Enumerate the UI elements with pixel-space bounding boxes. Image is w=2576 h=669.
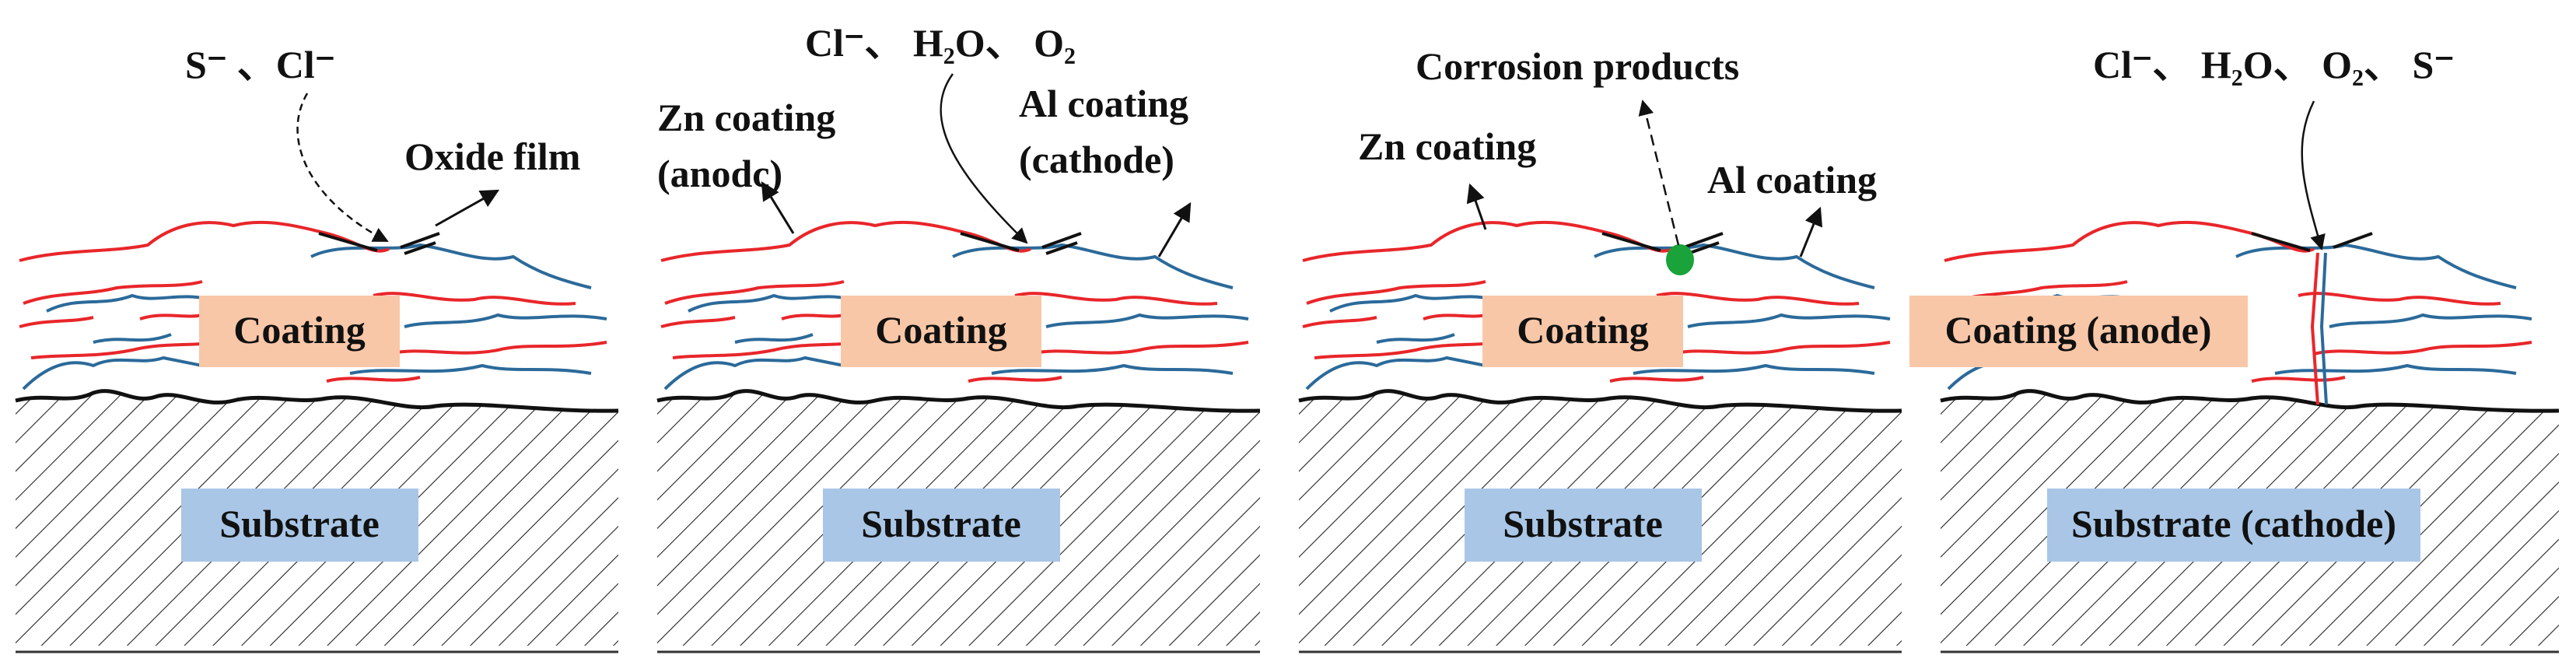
oxide-film-label: Oxide film	[404, 135, 580, 178]
substrate-label-box	[181, 489, 418, 562]
ion-path-arrow	[2301, 100, 2326, 250]
al-coating-label-line1: Al coating	[1019, 82, 1188, 125]
coating-label-box	[841, 296, 1041, 367]
substrate-label-box	[823, 489, 1060, 562]
oxide-film-arrow	[435, 189, 500, 227]
zn-coating-label-line1: Zn coating	[657, 96, 835, 139]
al-splats	[22, 243, 607, 391]
al-coating-label-line2: (cathode)	[1019, 138, 1174, 181]
coating-label: Coating	[1517, 308, 1648, 352]
panel-3: Coating Substrate Corrosion products Zn …	[1298, 44, 1902, 653]
oxide-film	[1601, 232, 1724, 255]
oxide-film	[960, 232, 1082, 255]
oxide-film	[318, 232, 440, 255]
corrosion-products-label: Corrosion products	[1416, 44, 1739, 88]
ions-label: Cl⁻、 H₂O、 O₂	[805, 21, 1076, 65]
zn-splats	[660, 220, 1249, 383]
al-coating-arrow	[1157, 201, 1192, 257]
substrate-label: Substrate	[1503, 502, 1663, 545]
ion-path-arrow	[940, 73, 1028, 244]
corrosion-crack	[2310, 252, 2328, 405]
substrate-label: Substrate	[861, 502, 1021, 545]
al-splats	[1305, 243, 1891, 391]
corrosion-products-arrow	[1638, 100, 1680, 246]
zn-coating-arrow	[1466, 183, 1487, 230]
zn-splats	[1302, 220, 1891, 383]
coating-label: Coating	[233, 308, 365, 352]
coating-label-box	[1482, 296, 1683, 367]
oxide-film	[2251, 232, 2373, 252]
al-splats	[663, 243, 1249, 391]
zn-coating-label: Zn coating	[1358, 124, 1536, 168]
ions-label: Cl⁻、 H₂O、 O₂、 S⁻	[2093, 43, 2455, 86]
substrate-label: Substrate	[219, 502, 380, 545]
zn-splats	[19, 220, 607, 383]
panel-4: Coating (anode) Substrate (cathode) Cl⁻、…	[1909, 43, 2560, 653]
substrate-label: Substrate (cathode)	[2071, 502, 2396, 545]
coating-label: Coating (anode)	[1944, 308, 2211, 352]
coating-label: Coating	[875, 308, 1006, 352]
al-coating-arrow	[1799, 206, 1823, 257]
coating-label-box	[1909, 296, 2248, 367]
panel-1: Coating Substrate S⁻ 、Cl⁻ Oxide film	[15, 43, 619, 653]
ion-path-arrow	[296, 93, 389, 243]
coating-label-box	[199, 296, 400, 367]
substrate-label-box	[2047, 489, 2420, 562]
zn-coating-arrow	[761, 180, 795, 234]
al-coating-label: Al coating	[1707, 158, 1877, 201]
ions-label: S⁻ 、Cl⁻	[185, 43, 335, 86]
substrate-label-box	[1465, 489, 1702, 562]
panel-2: Coating Substrate Cl⁻、 H₂O、 O₂ Zn coatin…	[656, 21, 1261, 653]
zn-coating-label-line2: (anodc)	[657, 152, 782, 195]
corrosion-product-blob	[1666, 244, 1694, 275]
